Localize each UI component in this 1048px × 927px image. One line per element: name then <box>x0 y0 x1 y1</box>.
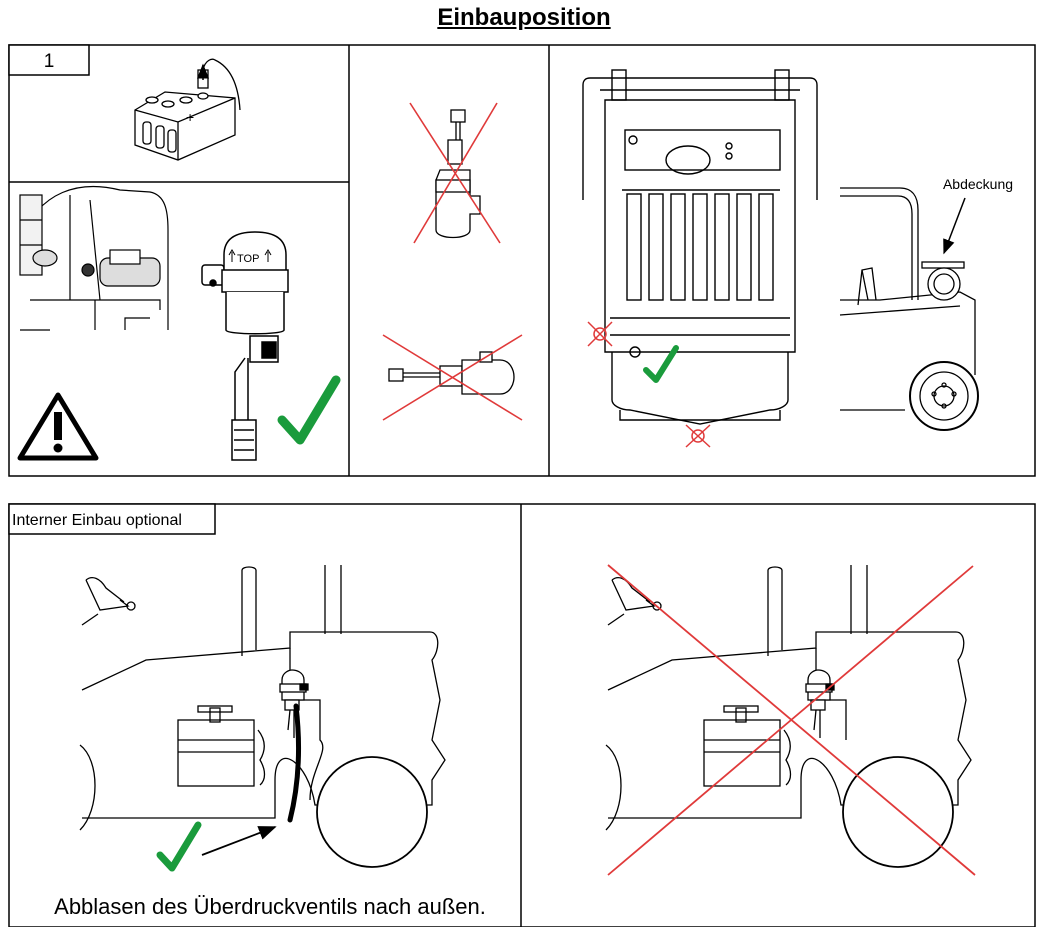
warning-icon <box>17 392 99 461</box>
forklift-internal-wrong <box>605 565 972 868</box>
device-inverted-wrong <box>435 109 481 239</box>
forklift-side-view <box>839 187 979 431</box>
cross-mark-rear-bottom <box>685 424 711 448</box>
page-title: Einbauposition <box>437 4 611 31</box>
top-label: TOP <box>237 253 259 265</box>
cover-pointer-arrow <box>943 197 966 255</box>
battery-illustration: + <box>134 58 241 161</box>
vent-direction-arrow <box>201 826 277 856</box>
step-number-box: 1 <box>8 44 90 76</box>
forklift-interior-sketch <box>19 185 169 331</box>
step-number: 1 <box>44 51 55 72</box>
bottom-panel-frame <box>8 503 1036 927</box>
device-internal-correct <box>279 669 309 738</box>
cross-mark-internal-wrong <box>607 564 976 876</box>
vent-caption: Abblasen des Überdruckventils nach außen… <box>54 894 486 919</box>
device-upright-correct: TOP <box>201 231 289 461</box>
cover-label: Abdeckung <box>943 176 1013 192</box>
device-horizontal-wrong <box>388 351 515 395</box>
svg-text:+: + <box>186 109 194 125</box>
internal-install-label: Interner Einbau optional <box>12 512 182 529</box>
cross-mark-inverted <box>409 102 501 244</box>
forklift-internal-correct <box>79 565 446 868</box>
forklift-rear-view <box>582 69 818 425</box>
checkmark-icon-internal <box>156 821 202 872</box>
checkmark-icon <box>277 375 341 445</box>
top-panel-frame <box>8 44 1036 477</box>
cross-mark-horizontal <box>382 334 523 421</box>
internal-label-box: Interner Einbau optional <box>8 503 216 535</box>
checkmark-icon-rear <box>643 345 679 383</box>
vent-hose <box>287 703 301 823</box>
cross-mark-rear-left <box>587 321 613 347</box>
